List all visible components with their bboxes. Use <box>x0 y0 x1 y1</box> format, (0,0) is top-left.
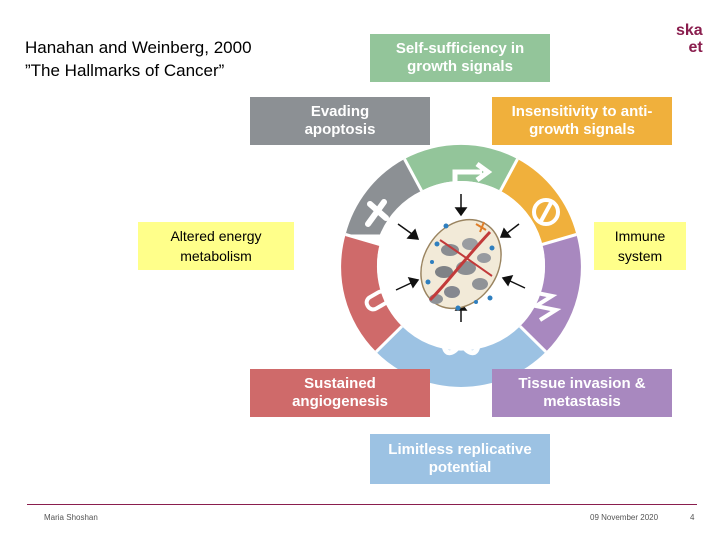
emerging-immune-system: Immune system <box>594 222 686 270</box>
footer-divider <box>27 504 697 505</box>
hallmark-angiogenesis-label: Sustained angiogenesis <box>275 375 405 411</box>
footer-author: Maria Shoshan <box>44 513 98 522</box>
hallmark-anti-growth: Insensitivity to anti-growth signals <box>492 97 672 145</box>
footer-page-number: 4 <box>690 513 694 522</box>
footer-date: 09 November 2020 <box>590 513 658 522</box>
hallmark-growth-signals-label: Self-sufficiency in growth signals <box>370 40 550 76</box>
hallmark-growth-signals: Self-sufficiency in growth signals <box>370 34 550 82</box>
hallmark-invasion-metastasis-label: Tissue invasion & metastasis <box>512 375 652 411</box>
hallmark-replicative-potential-label: Limitless replicative potential <box>375 441 545 477</box>
hallmark-invasion-metastasis: Tissue invasion & metastasis <box>492 369 672 417</box>
hallmark-evading-apoptosis: Evading apoptosis <box>250 97 430 145</box>
hallmark-anti-growth-label: Insensitivity to anti-growth signals <box>492 103 672 139</box>
hallmark-replicative-potential: Limitless replicative potential <box>370 434 550 484</box>
emerging-energy-metabolism: Altered energy metabolism <box>138 222 294 270</box>
emerging-energy-metabolism-label: Altered energy metabolism <box>156 226 276 266</box>
hallmark-evading-apoptosis-label: Evading apoptosis <box>285 103 395 139</box>
emerging-immune-system-label: Immune system <box>605 226 675 266</box>
hallmark-angiogenesis: Sustained angiogenesis <box>250 369 430 417</box>
